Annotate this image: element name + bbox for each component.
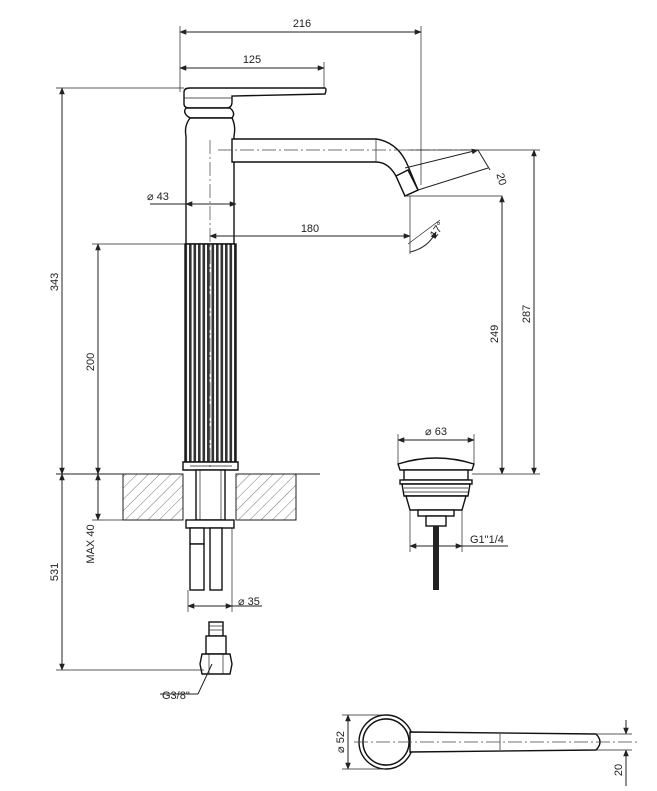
label-waste-diameter: ⌀ 63 xyxy=(425,426,447,438)
label-hose-thread: G3/8" xyxy=(162,690,190,702)
label-max-deck: MAX 40 xyxy=(85,524,97,563)
label-base-diameter: ⌀ 52 xyxy=(335,731,347,753)
label-shank-diameter: ⌀ 35 xyxy=(238,596,260,608)
label-lever-length: 125 xyxy=(243,54,261,66)
deck-section xyxy=(56,473,320,521)
faucet-front-view xyxy=(182,87,470,471)
label-body-diameter: ⌀ 43 xyxy=(147,191,169,203)
hose-fitting xyxy=(199,621,233,675)
collar xyxy=(183,107,235,119)
label-lever-width: 20 xyxy=(613,764,625,776)
label-total-height: 343 xyxy=(49,273,61,291)
threaded-rod xyxy=(209,527,223,591)
label-outlet-angle: 17° xyxy=(428,220,447,241)
label-below-deck: 531 xyxy=(49,563,61,581)
label-knurled-height: 200 xyxy=(85,353,97,371)
drain-rod xyxy=(433,526,439,590)
waste-drain xyxy=(397,457,475,590)
spout xyxy=(231,138,419,197)
label-spout-reach: 180 xyxy=(301,223,319,235)
hose-left xyxy=(189,543,205,591)
dimension-labels: 216 125 ⌀ 43 180 343 200 249 287 20 17° … xyxy=(49,18,625,776)
knurled-body xyxy=(184,243,237,463)
dimension-lines xyxy=(56,26,632,786)
label-overall-width: 216 xyxy=(293,18,311,30)
mounting-shank xyxy=(185,469,235,675)
label-top-height: 287 xyxy=(521,305,533,323)
label-outlet-height: 249 xyxy=(489,325,501,343)
spout-aerator xyxy=(395,169,419,197)
plan-view xyxy=(354,714,640,770)
label-outlet-width: 20 xyxy=(494,172,509,187)
label-waste-thread: G1"1/4 xyxy=(470,534,504,546)
